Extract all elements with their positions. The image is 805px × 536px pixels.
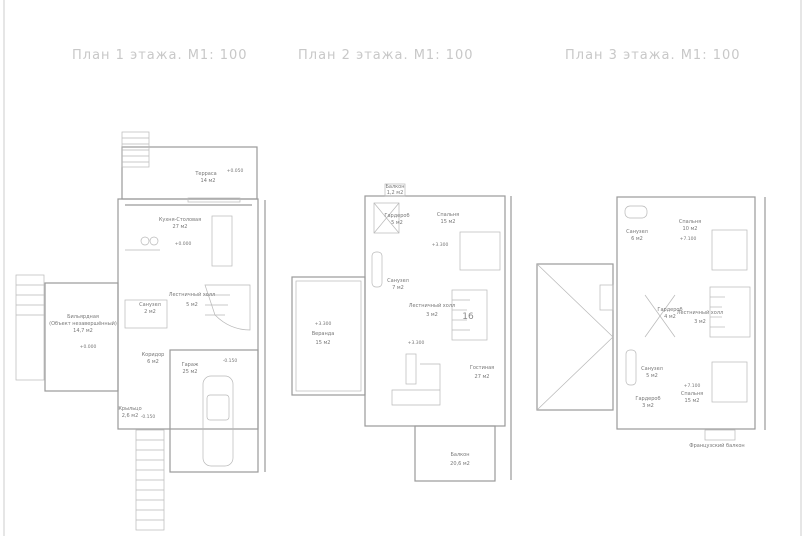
room-name-wc-3b: Санузел — [641, 366, 663, 372]
room-area-garage: 25 м2 — [183, 369, 198, 375]
room-name-wardrobe-3b: Гардероб — [635, 396, 660, 402]
room-area-wardrobe-2: 5 м2 — [391, 220, 403, 226]
room-name-veranda: Веранда — [312, 331, 335, 337]
room-area-hall-1: 5 м2 — [186, 302, 198, 308]
room-area-bedroom-2: 15 м2 — [441, 219, 456, 225]
title-floor-3: План 3 этажа. М1: 100 — [565, 48, 741, 63]
room-name-living: Гостиная — [470, 365, 494, 371]
room-name-hall-1: Лестничный холл — [169, 291, 215, 298]
room-name-wc-1: Санузел — [139, 302, 161, 308]
room-name-balcony-small: Балкон — [385, 184, 404, 190]
room-area-wardrobe-3b: 3 м2 — [642, 403, 654, 409]
room-area-porch: 2,6 м2 — [122, 413, 139, 419]
room-name-bedroom-3b: Спальня — [681, 391, 703, 397]
room-name-porch: Крыльцо — [118, 406, 141, 412]
room-name-hall-3: Лестничный холл — [677, 309, 723, 316]
room-name-garage: Гараж — [182, 362, 199, 368]
level-mark-garage: -0.150 — [223, 358, 238, 364]
room-name-wc-3a: Санузел — [626, 229, 648, 235]
level-mark-kitchen: +0.000 — [175, 241, 192, 247]
room-area-balcony: 20,6 м2 — [450, 461, 470, 467]
room-name-hall-2: Лестничный холл — [409, 302, 455, 309]
room-area-bedroom-3b: 15 м2 — [685, 398, 700, 404]
room-area-wardrobe-3a: 4 м2 — [664, 314, 676, 320]
room-area-wc-3a: 6 м2 — [631, 236, 643, 242]
room-area-wc-1: 2 м2 — [144, 309, 156, 315]
room-area-wc-3b: 5 м2 — [646, 373, 658, 379]
room-name-wardrobe-3a: Гардероб — [657, 307, 682, 313]
room-name-wardrobe-2: Гардероб — [384, 213, 409, 219]
room-area-bedroom-3a: 10 м2 — [683, 226, 698, 232]
floor-3-plan — [536, 196, 766, 441]
room-name-billiard: Бильярдная — [67, 314, 99, 320]
room-area-hall-3: 3 м2 — [694, 319, 706, 325]
floor-1-plan — [15, 131, 266, 531]
room-name-terrace: Терраса — [194, 171, 216, 177]
room-note-billiard: (Объект незавершённый) — [49, 320, 117, 327]
title-floor-2: План 2 этажа. М1: 100 — [298, 48, 474, 63]
room-area-hall-2: 3 м2 — [426, 312, 438, 318]
room-name-corridor: Коридор — [142, 352, 165, 358]
room-area-veranda: 15 м2 — [316, 340, 331, 346]
floor-2-plan — [291, 183, 512, 482]
level-mark-bedroom-3a: +7.100 — [680, 236, 697, 242]
room-area-billiard: 14,7 м2 — [73, 328, 93, 334]
room-name-bedroom-3a: Спальня — [679, 219, 701, 225]
room-area-balcony-small: 1,2 м2 — [387, 190, 404, 196]
label-french-balcony: Французский балкон — [689, 442, 744, 449]
room-area-kitchen: 27 м2 — [173, 224, 188, 230]
room-name-wc-2: Санузел — [387, 278, 409, 284]
level-mark-terrace: +0.050 — [227, 168, 244, 174]
room-name-bedroom-2: Спальня — [437, 212, 459, 218]
stairs-step-count: 16 — [462, 312, 474, 322]
level-mark-billiard: +0.000 — [80, 344, 97, 350]
room-area-living: 27 м2 — [475, 374, 490, 380]
level-mark-veranda: +3.300 — [315, 321, 332, 327]
room-area-wc-2: 7 м2 — [392, 285, 404, 291]
level-mark-living: +3.300 — [408, 340, 425, 346]
room-area-terrace: 14 м2 — [201, 178, 216, 184]
room-name-kitchen: Кухня-Столовая — [159, 217, 201, 223]
level-mark-bedroom-3b: +7.100 — [684, 383, 701, 389]
level-mark-porch: -0.150 — [141, 414, 156, 420]
level-mark-bedroom-2: +3.300 — [432, 242, 449, 248]
title-floor-1: План 1 этажа. М1: 100 — [72, 48, 248, 63]
room-area-corridor: 6 м2 — [147, 359, 159, 365]
room-name-balcony: Балкон — [450, 452, 469, 458]
